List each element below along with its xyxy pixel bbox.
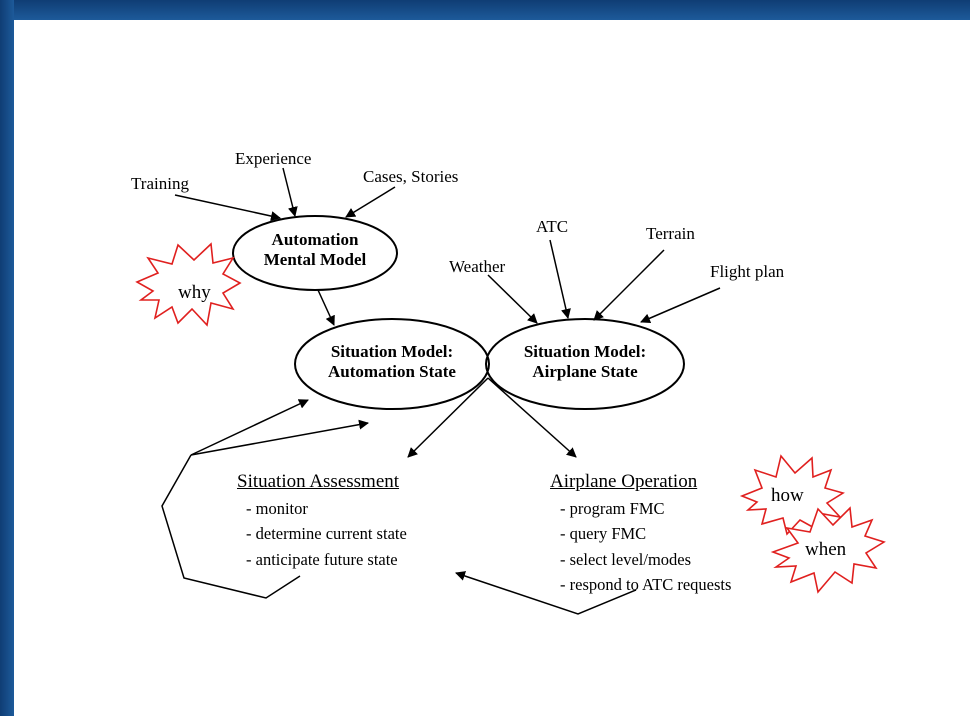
operation-item: - select level/modes [560,550,692,569]
when-burst-shape [770,506,886,594]
mental-model-ellipse [232,215,398,291]
situation-airplane-line1: Situation Model: [523,342,647,361]
operation-item: - respond to ATC requests [560,575,732,594]
mental-model-line2: Mental Model [263,250,367,269]
assessment-item: - determine current state [246,524,407,543]
arrow-to-operation [487,377,577,458]
mental-model-label: Automation Mental Model [245,230,385,270]
arrow-cases [345,186,396,218]
label-terrain: Terrain [646,224,695,243]
arrow-feedback-to-middle [190,419,369,456]
assessment-item: - anticipate future state [246,550,398,569]
how-burst-label: how [771,485,804,506]
operation-item: - query FMC [560,524,647,543]
slide-frame-left [0,0,14,716]
situation-automation-line1: Situation Model: [330,342,454,361]
arrow-flight-plan [640,287,721,324]
mental-model-line1: Automation [271,230,359,249]
situation-automation-line2: Automation State [328,362,456,381]
when-burst-label: when [805,539,847,560]
arrow-terrain [593,249,665,321]
label-experience: Experience [235,149,312,168]
operation-item: - program FMC [560,499,665,518]
situation-airplane-line2: Airplane State [532,362,638,381]
assessment-title: Situation Assessment [237,471,400,492]
arrow-atc [549,239,571,319]
feedback-loop-operation [455,571,637,615]
slide-canvas: Training Experience Cases, Stories ATC T… [14,20,970,716]
arrow-to-assessment [407,377,489,458]
why-burst-label: why [178,282,211,303]
arrow-mental-to-situation [317,289,335,326]
situation-airplane-ellipse [485,318,685,410]
situation-airplane-label: Situation Model: Airplane State [500,342,670,382]
feedback-loop-assessment [161,454,301,599]
label-weather: Weather [449,257,506,276]
label-atc: ATC [536,217,569,236]
situation-automation-ellipse [294,318,490,410]
label-training: Training [131,174,189,193]
arrow-weather [487,274,538,324]
assessment-item: - monitor [246,499,308,518]
arrow-experience [282,167,298,217]
arrow-feedback-to-situation [190,399,309,456]
arrow-training [174,194,281,221]
situation-automation-label: Situation Model: Automation State [307,342,477,382]
label-flight-plan: Flight plan [710,262,785,281]
label-cases-stories: Cases, Stories [363,167,459,186]
why-burst-shape [135,242,242,327]
slide-frame-top [0,0,970,20]
diagram-graphics [135,167,886,615]
operation-title: Airplane Operation [550,471,698,492]
